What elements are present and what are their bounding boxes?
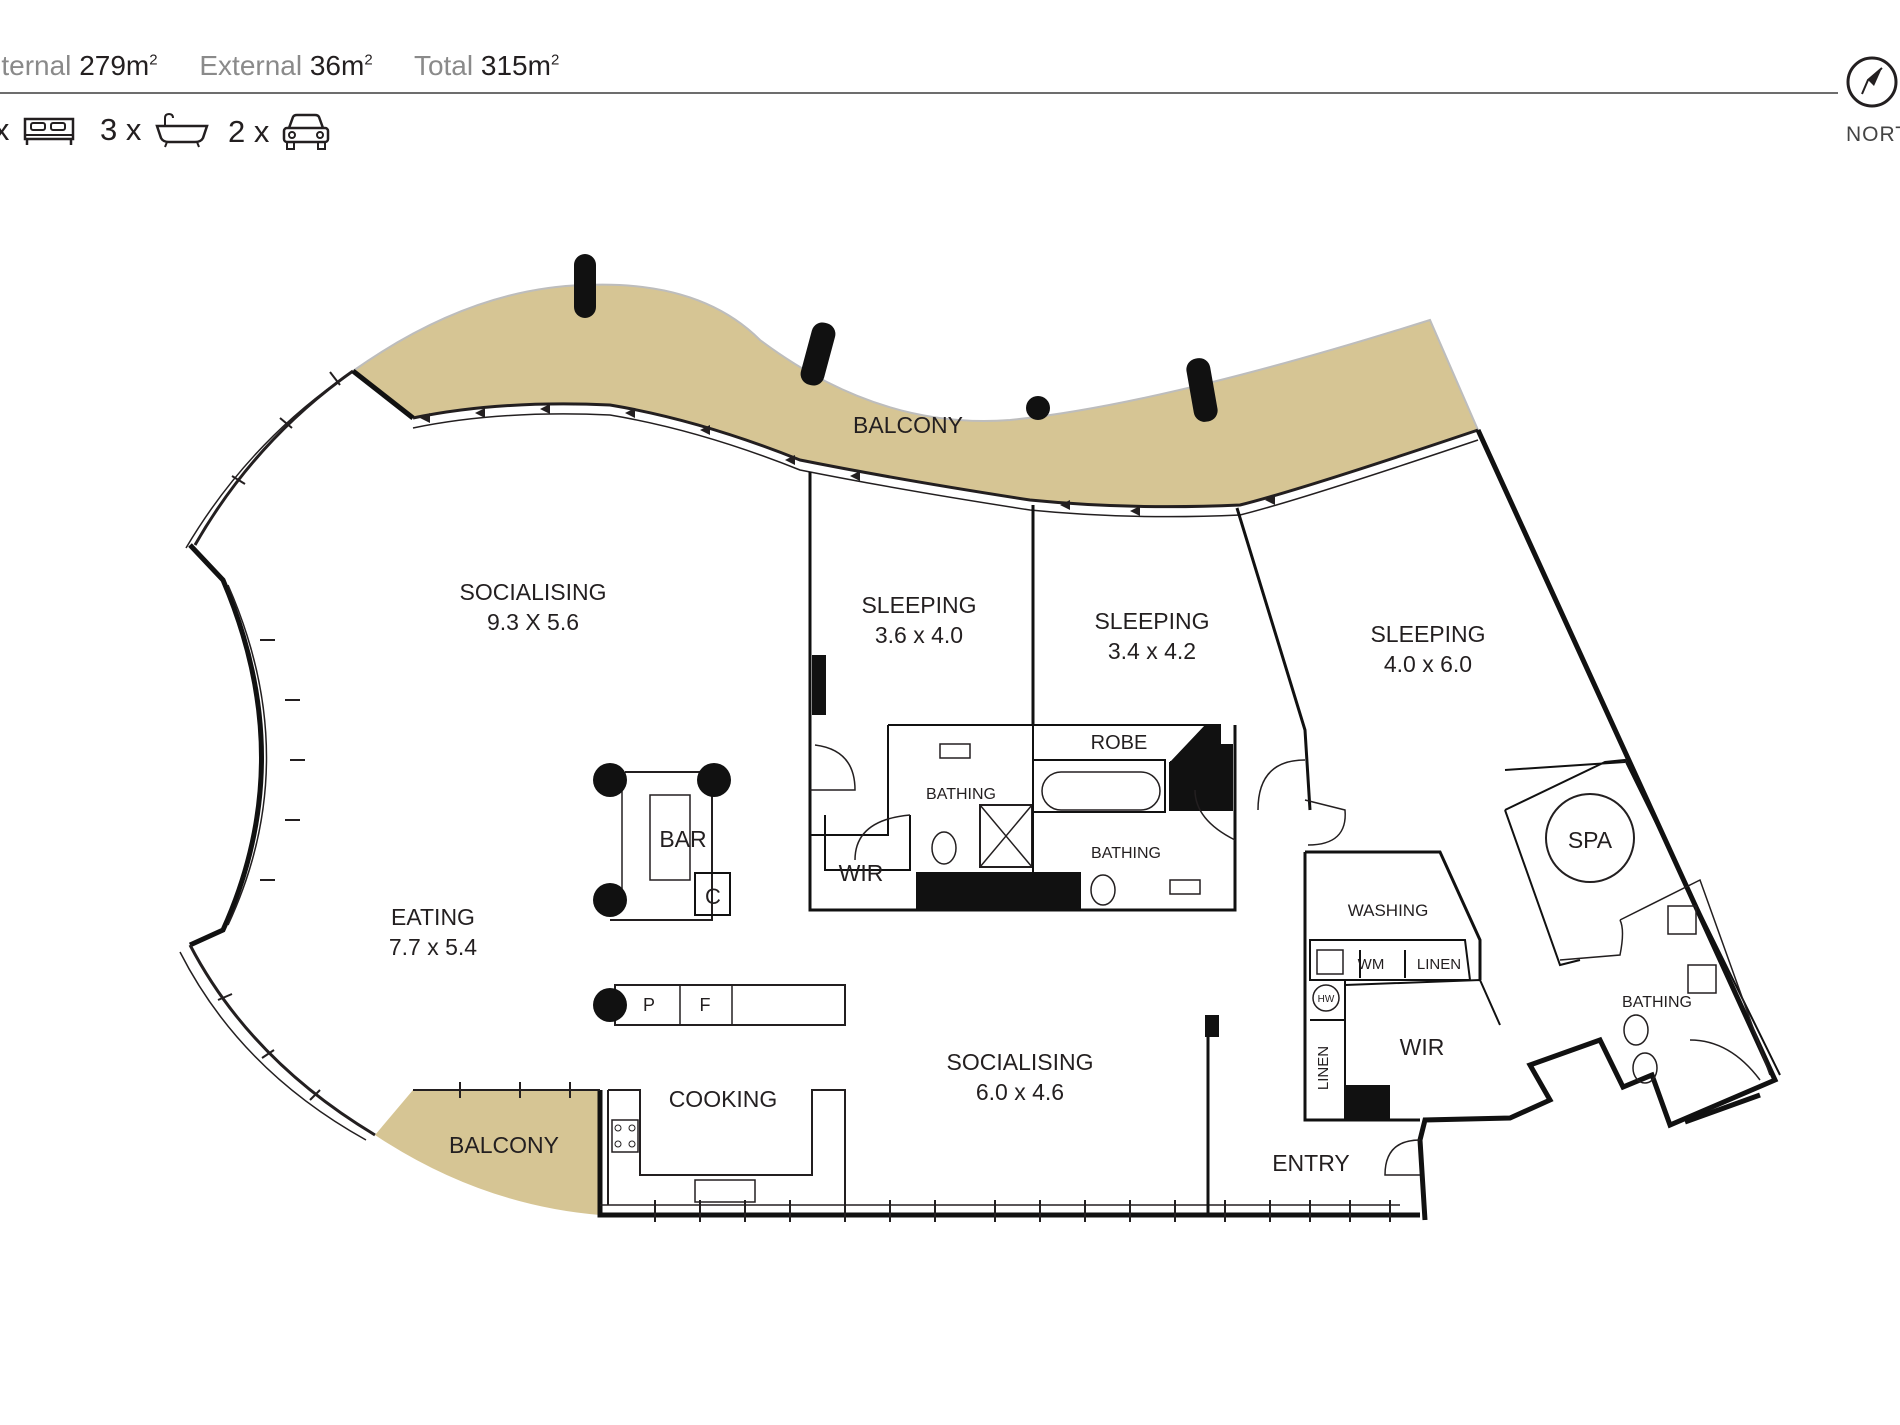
sleeping-label: SLEEPING: [1370, 621, 1485, 647]
small-balcony-area: [375, 1090, 600, 1215]
eating-label: EATING: [391, 904, 475, 930]
socialising-label: SOCIALISING: [460, 579, 607, 605]
total-area-value: 315m2: [480, 50, 560, 81]
bath-icon: [155, 112, 210, 148]
spa-label: SPA: [1568, 827, 1613, 853]
external-area-value: 36m2: [309, 50, 373, 81]
column: [593, 988, 627, 1022]
washing-label: WASHING: [1348, 901, 1429, 920]
total-area-label: Total: [413, 50, 474, 81]
internal-area-value: 279m2: [79, 50, 158, 81]
pantry-f-label: F: [700, 995, 711, 1015]
car-icon: [283, 113, 330, 150]
sleeping-dim: 3.4 x 4.2: [1108, 638, 1196, 664]
wir-label: WIR: [839, 860, 884, 886]
column: [1026, 396, 1050, 420]
eating-dim: 7.7 x 5.4: [389, 934, 477, 960]
north-label: NORTH: [1846, 123, 1900, 146]
bar-label: BAR: [659, 826, 706, 852]
car-count: 2 x: [228, 112, 331, 152]
compass-icon: [1846, 56, 1898, 108]
bathing-label: BATHING: [1091, 845, 1161, 862]
hw-label: HW: [1318, 994, 1335, 1005]
column: [1186, 358, 1218, 422]
area-summary: Internal 279m2 External 36m2 Total 315m2: [0, 50, 593, 82]
sleeping-dim: 4.0 x 6.0: [1384, 651, 1472, 677]
bed-icon: [24, 117, 75, 145]
bar-c-label: C: [705, 884, 721, 909]
external-area-label: External: [199, 50, 303, 81]
linen-label: LINEN: [1417, 956, 1461, 973]
column: [593, 763, 627, 797]
balcony-main-label: BALCONY: [853, 412, 963, 438]
bathing-label: BATHING: [926, 786, 996, 803]
cooking-label: COOKING: [669, 1086, 778, 1112]
bed-count: 3 x: [0, 112, 77, 148]
wir-label: WIR: [1400, 1034, 1445, 1060]
socialising-dim: 6.0 x 4.6: [976, 1079, 1064, 1105]
column: [574, 254, 596, 318]
sleeping-dim: 3.6 x 4.0: [875, 622, 963, 648]
column: [593, 883, 627, 917]
entry-label: ENTRY: [1272, 1150, 1350, 1176]
header-divider: [0, 92, 1838, 94]
robe-label: ROBE: [1091, 732, 1148, 754]
column: [800, 322, 836, 386]
linen-label: LINEN: [1315, 1046, 1332, 1090]
internal-area-label: Internal: [0, 50, 72, 81]
column: [697, 763, 731, 797]
pantry-p-label: P: [643, 995, 655, 1015]
bathing-label: BATHING: [1622, 994, 1692, 1011]
socialising-dim: 9.3 X 5.6: [487, 609, 579, 635]
sleeping-label: SLEEPING: [1094, 608, 1209, 634]
socialising-label: SOCIALISING: [947, 1049, 1094, 1075]
wm-label: WM: [1358, 956, 1385, 973]
main-balcony-area: [353, 284, 1478, 507]
balcony-small-label: BALCONY: [449, 1132, 559, 1158]
sleeping-label: SLEEPING: [861, 592, 976, 618]
bath-count: 3 x: [100, 112, 211, 148]
